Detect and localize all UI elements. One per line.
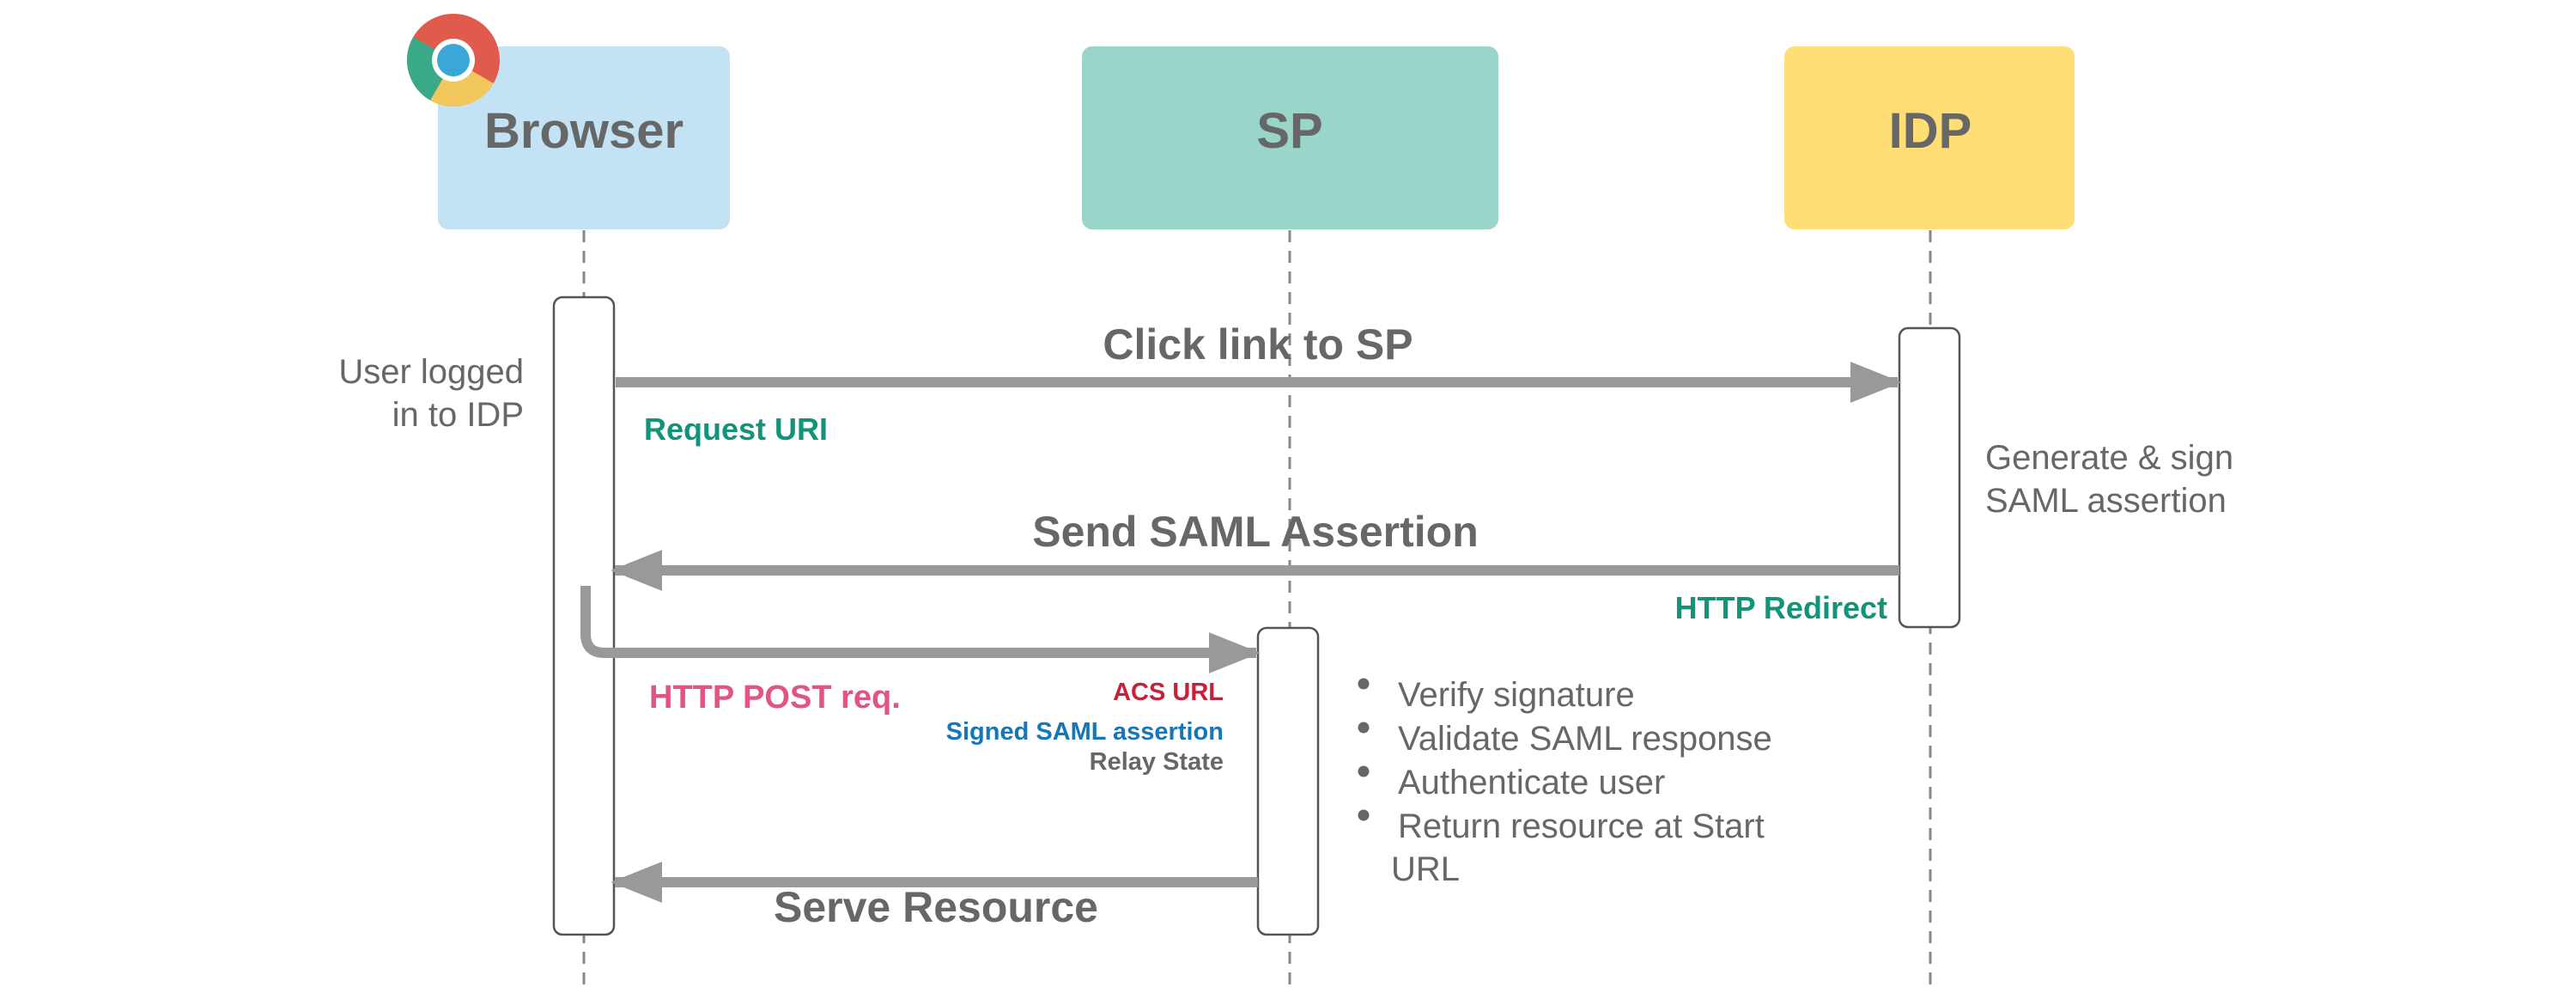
sp-step-2: Validate SAML response	[1398, 720, 1772, 758]
chrome-logo-icon	[406, 14, 500, 107]
idp-action-note: Generate & sign SAML assertion	[1985, 439, 2233, 520]
actor-browser: Browser	[438, 46, 730, 229]
send-assertion-label: Send SAML Assertion	[1032, 508, 1479, 556]
signed-assertion-label: Signed SAML assertion	[946, 718, 1224, 746]
acs-url-label: ACS URL	[1113, 679, 1224, 706]
sp-step-3: Authenticate user	[1398, 764, 1665, 801]
bullet-2	[1358, 722, 1370, 734]
bullet-3	[1358, 765, 1370, 777]
message-arrows	[580, 362, 1902, 903]
bullet-4	[1358, 809, 1370, 821]
sp-title: SP	[1256, 103, 1322, 159]
sp-steps-note: Verify signature Validate SAML response …	[1358, 676, 1772, 888]
http-post-label: HTTP POST req.	[649, 679, 901, 716]
click-link-label: Click link to SP	[1103, 320, 1413, 369]
browser-state-note: User logged in to IDP	[338, 353, 524, 434]
browser-state-line-1: User logged	[338, 353, 524, 391]
browser-box	[438, 46, 730, 229]
sp-step-4: Return resource at Start	[1398, 807, 1765, 845]
idp-action-line-1: Generate & sign	[1985, 439, 2233, 477]
browser-state-line-2: in to IDP	[392, 396, 524, 434]
idp-activation	[1898, 326, 1961, 629]
request-uri-label: Request URI	[644, 411, 828, 447]
actor-idp: IDP	[1784, 46, 2075, 229]
sp-box	[1082, 46, 1498, 229]
actor-sp: SP	[1082, 46, 1498, 229]
serve-resource-label: Serve Resource	[774, 883, 1098, 931]
sp-activation	[1256, 626, 1320, 936]
idp-action-line-2: SAML assertion	[1985, 482, 2227, 520]
http-post-arrow	[580, 586, 1261, 673]
sp-step-4-continued: URL	[1391, 850, 1460, 888]
idp-title: IDP	[1889, 103, 1972, 159]
idp-box	[1784, 46, 2075, 229]
relay-state-label: Relay State	[1090, 748, 1224, 776]
browser-title: Browser	[484, 103, 683, 159]
sp-step-1: Verify signature	[1398, 676, 1635, 714]
bullet-1	[1358, 678, 1370, 690]
http-redirect-label: HTTP Redirect	[1675, 590, 1887, 625]
